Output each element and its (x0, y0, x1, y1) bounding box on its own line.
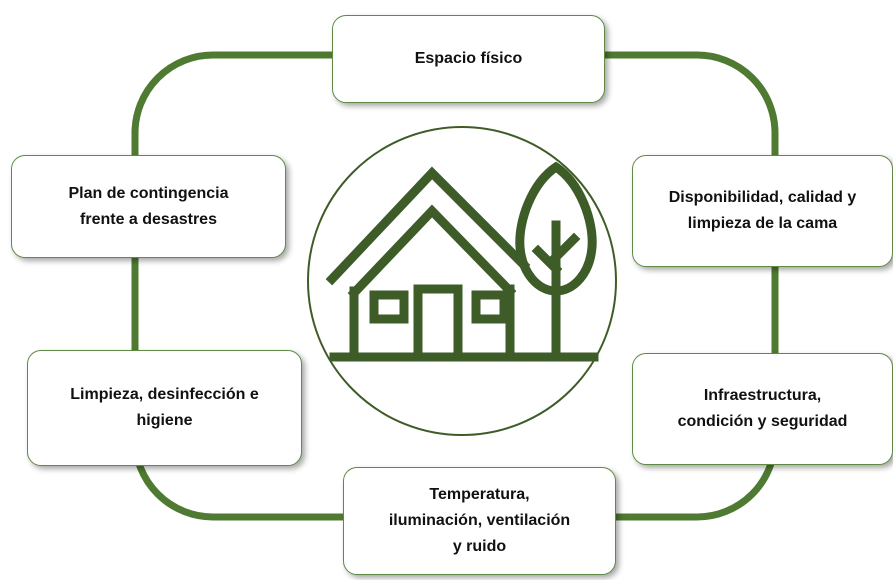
house-with-tree-icon (307, 126, 617, 436)
node-line: Disponibilidad, calidad y (668, 189, 857, 206)
node-disponibilidad-cama: Disponibilidad, calidad y limpieza de la… (632, 155, 893, 267)
node-temperatura: Temperatura, iluminación, ventilación y … (343, 467, 616, 575)
node-line: iluminación, ventilación (388, 512, 571, 529)
node-line: Plan de contingencia (68, 184, 229, 202)
node-line: Espacio físico (414, 50, 523, 67)
node-line: higiene (136, 412, 193, 429)
node-espacio-fisico: Espacio físico (332, 15, 605, 103)
node-line: Limpieza, desinfección e (70, 386, 259, 403)
node-line: limpieza de la cama (687, 215, 838, 232)
node-line: Infraestructura, (703, 387, 822, 404)
node-plan-contingencia: Plan de contingencia frente a desastres (11, 155, 286, 258)
node-line: condición y seguridad (677, 413, 848, 430)
node-infraestructura: Infraestructura, condición y seguridad (632, 353, 893, 465)
node-line: y ruido (452, 538, 507, 555)
node-line: frente a desastres (80, 210, 217, 228)
node-limpieza: Limpieza, desinfección e higiene (27, 350, 302, 466)
node-line: Temperatura, (429, 486, 530, 503)
